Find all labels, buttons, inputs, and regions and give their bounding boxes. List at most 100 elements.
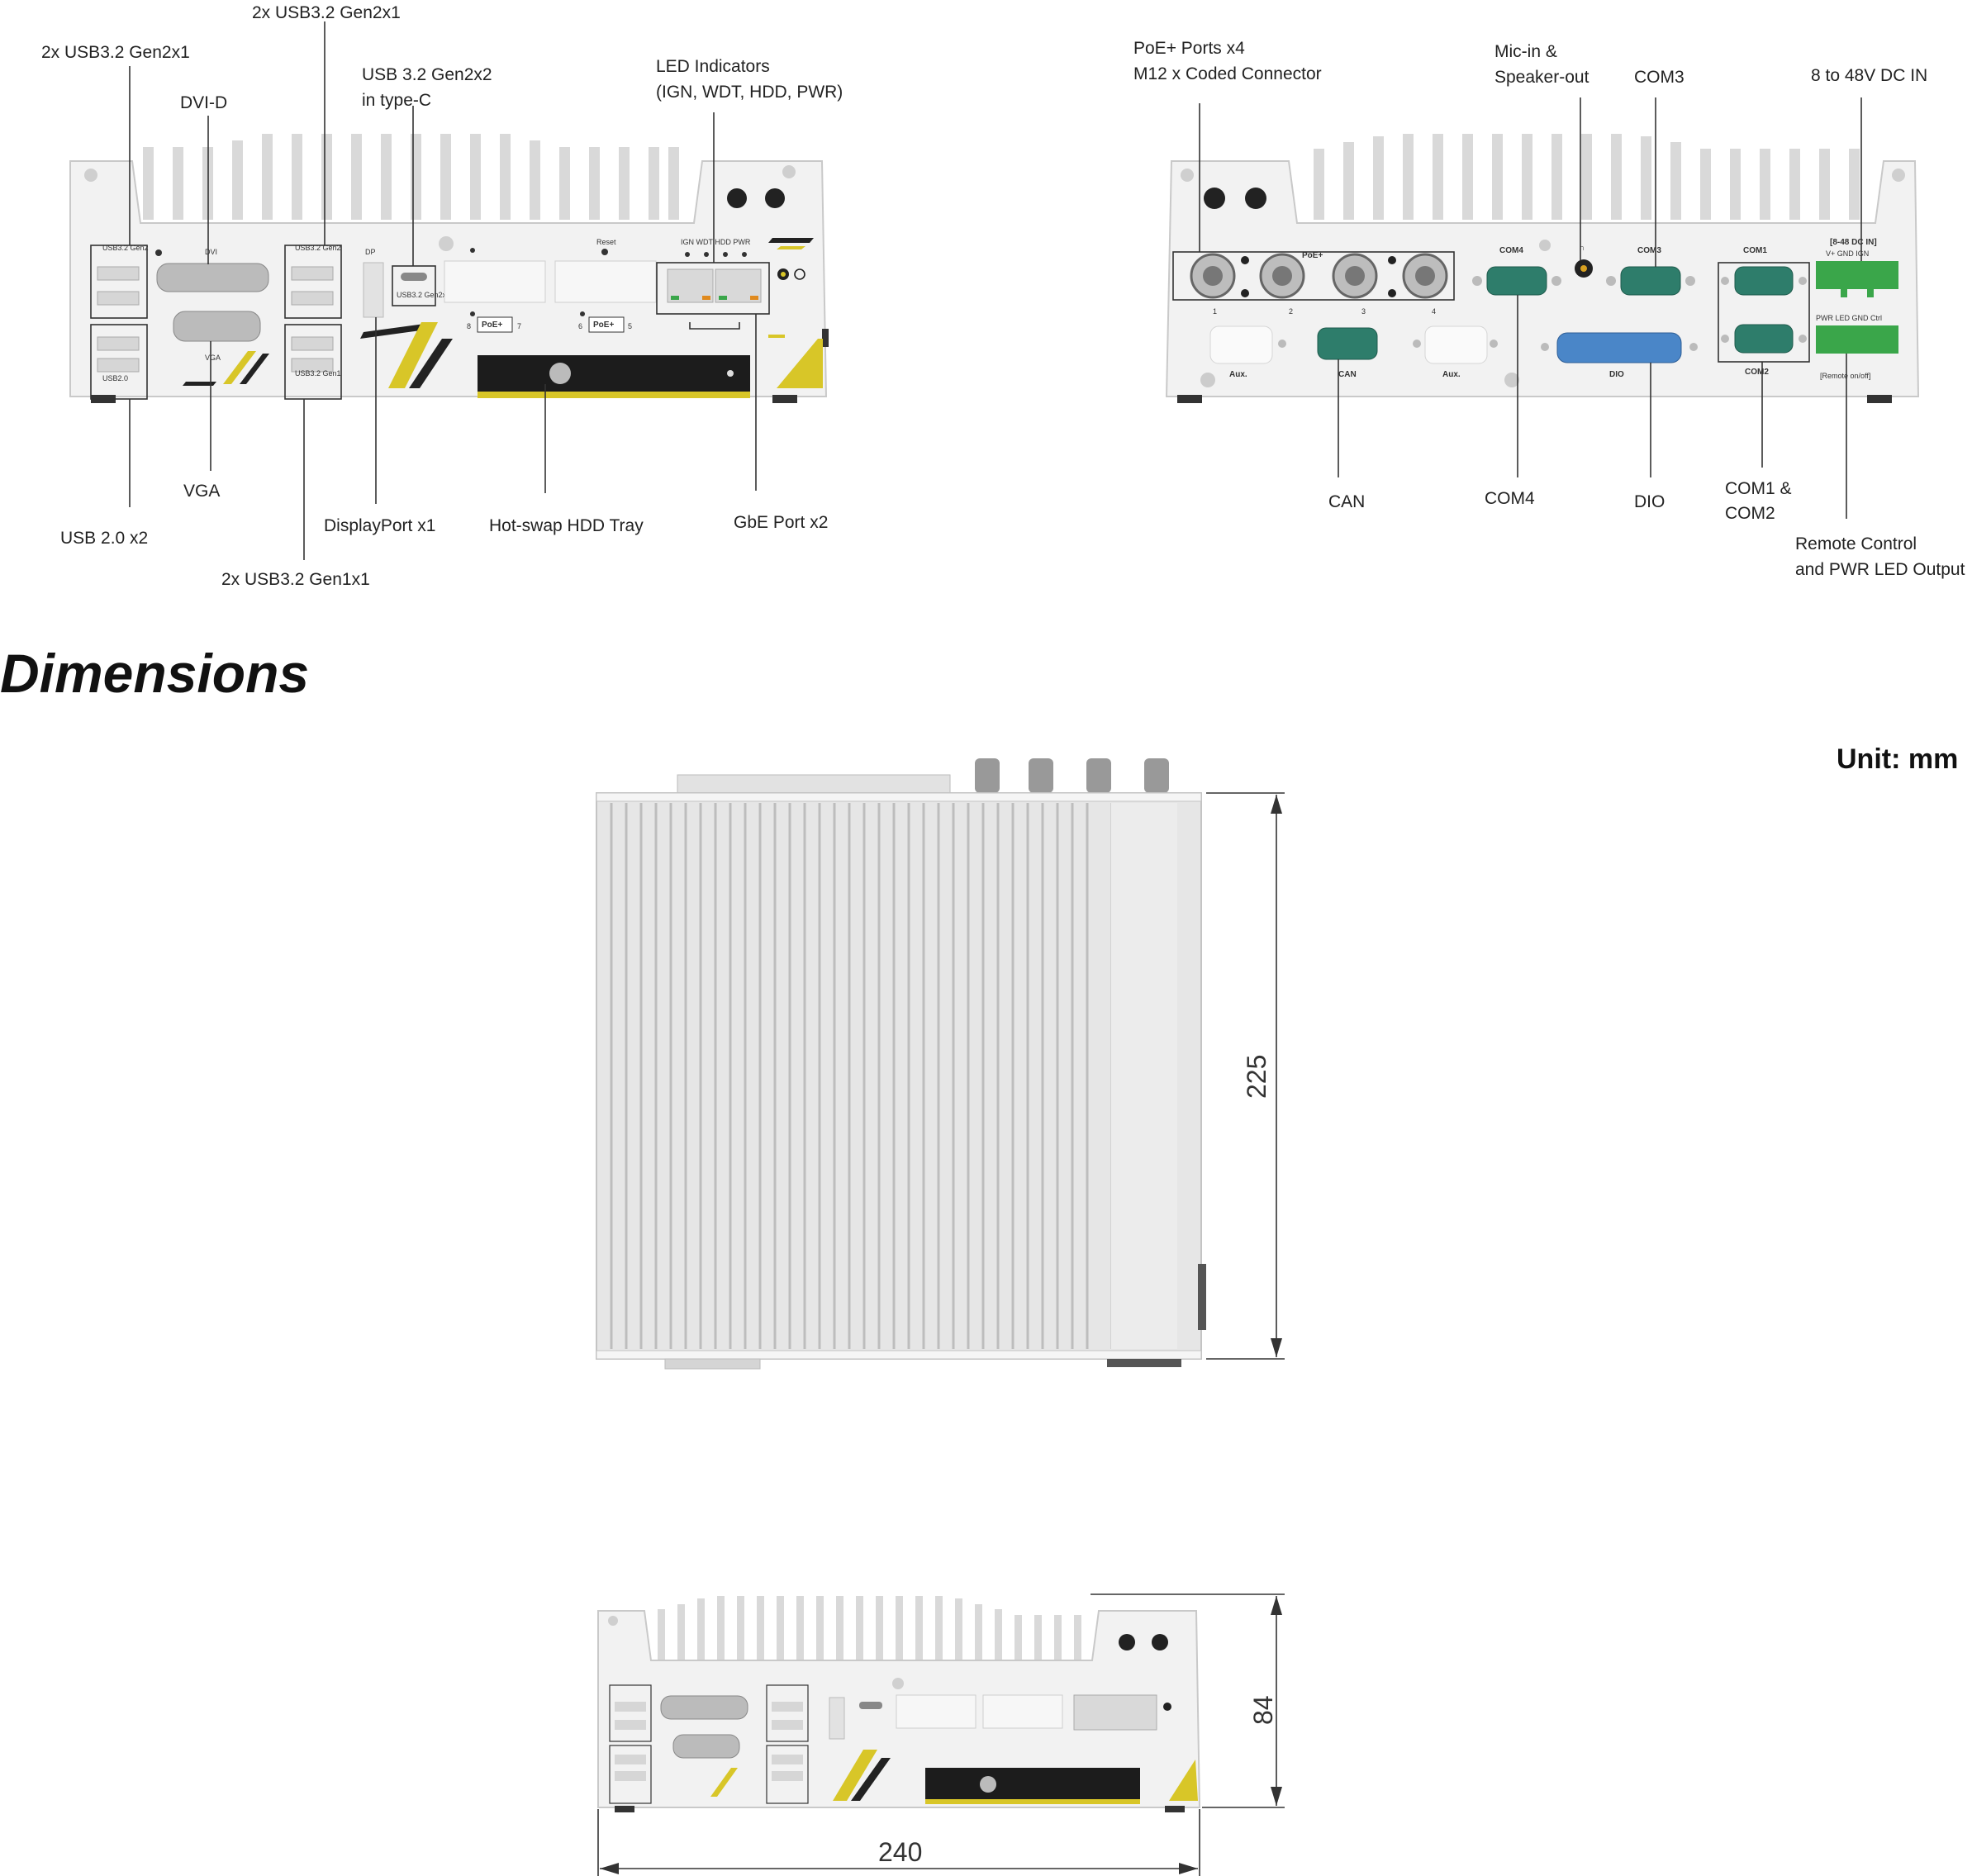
reset-button[interactable] xyxy=(601,249,608,255)
poe-port-4-label: 4 xyxy=(1432,307,1436,316)
poe-bay-right xyxy=(554,260,657,303)
remote-panel-label: [Remote on/off] xyxy=(1820,372,1870,380)
dc-in-terminal[interactable] xyxy=(1816,261,1898,289)
lan-icon xyxy=(689,322,740,330)
poe-port5-label: 5 xyxy=(628,322,632,330)
can-panel-label: CAN xyxy=(1338,370,1357,379)
rear-callouts: PoE+ Ports x4 M12 x Coded Connector Mic-… xyxy=(1133,39,1965,579)
hdd-tray-handle[interactable] xyxy=(549,363,571,384)
poe-bay-left xyxy=(444,260,546,303)
com3-port[interactable] xyxy=(1620,266,1681,296)
callout-displayport: DisplayPort x1 xyxy=(324,516,435,535)
callout-led-line1: LED Indicators xyxy=(656,57,770,76)
dimensions-title: Dimensions xyxy=(0,643,309,704)
dio-panel-label: DIO xyxy=(1609,370,1624,379)
usb-port[interactable] xyxy=(97,358,140,373)
com1-port[interactable] xyxy=(1734,266,1794,296)
usb20-label: USB2.0 xyxy=(102,374,128,382)
callout-can: CAN xyxy=(1328,492,1365,511)
dc-in-header: [8-48 DC IN] xyxy=(1830,238,1877,247)
poe-port7-label: 7 xyxy=(517,322,521,330)
callout-poe-line1: PoE+ Ports x4 xyxy=(1133,39,1245,58)
remote-terminal[interactable] xyxy=(1816,325,1898,354)
usb32-gen2-label-b: USB3.2 Gen2 xyxy=(295,244,341,252)
top-view-body xyxy=(596,792,1202,1360)
rear-panel: PoE+ 1 2 3 4 COM4 ∩ COM3 COM1 xyxy=(1165,134,1920,403)
usb-port[interactable] xyxy=(97,266,140,281)
callout-com12-line2: COM2 xyxy=(1725,504,1775,523)
poe-m12-group xyxy=(1172,251,1455,301)
usb-port[interactable] xyxy=(97,291,140,306)
com2-panel-label: COM2 xyxy=(1745,368,1769,377)
com4-panel-label: COM4 xyxy=(1499,246,1523,255)
rear-leader-lines xyxy=(1199,97,1862,519)
front-panel: USB3.2 Gen2 USB2.0 DVI VGA USB3.2 Gen2 U… xyxy=(69,134,829,403)
callout-vga: VGA xyxy=(183,482,220,501)
aux-cutout-a xyxy=(1209,325,1273,364)
vga-port[interactable] xyxy=(173,311,261,342)
callout-com3: COM3 xyxy=(1634,68,1685,87)
callout-led-line2: (IGN, WDT, HDD, PWR) xyxy=(656,83,843,102)
led-labels: IGN WDT HDD PWR xyxy=(681,238,751,246)
com3-panel-label: COM3 xyxy=(1637,246,1661,255)
usb-port[interactable] xyxy=(97,336,140,351)
dvi-label: DVI xyxy=(205,248,217,256)
poe-port-1-label: 1 xyxy=(1213,307,1217,316)
com1-com2-group xyxy=(1718,262,1810,363)
displayport-port[interactable] xyxy=(363,262,384,318)
usb32-gen1-group xyxy=(284,324,342,400)
poe-port-2-label: 2 xyxy=(1289,307,1293,316)
aux-label-a: Aux. xyxy=(1229,370,1247,379)
front-callouts: 2x USB3.2 Gen2x1 2x USB3.2 Gen2x1 DVI-D … xyxy=(41,3,843,589)
com2-port[interactable] xyxy=(1734,324,1794,354)
callout-remote-line2: and PWR LED Output xyxy=(1795,560,1965,579)
usb-port[interactable] xyxy=(291,291,334,306)
hdd-tray[interactable] xyxy=(478,355,750,397)
callout-usb32-gen2x1-top: 2x USB3.2 Gen2x1 xyxy=(252,3,401,22)
dp-label: DP xyxy=(365,248,376,256)
usb-port[interactable] xyxy=(291,336,334,351)
usb32-gen1-label: USB3.2 Gen1 xyxy=(295,369,341,378)
height-dimension: 84 xyxy=(1091,1593,1285,1808)
callout-usb20: USB 2.0 x2 xyxy=(60,529,148,548)
poe-badge-a-text: PoE+ xyxy=(482,321,502,330)
callout-dvi-d: DVI-D xyxy=(180,93,227,112)
callout-hdd-tray: Hot-swap HDD Tray xyxy=(489,516,644,535)
depth-value: 225 xyxy=(1242,1055,1271,1099)
depth-dimension: 225 xyxy=(1206,792,1285,1360)
unit-label: Unit: mm xyxy=(1837,743,1958,775)
callout-remote-line1: Remote Control xyxy=(1795,534,1917,553)
poe-port-3-label: 3 xyxy=(1361,307,1366,316)
aux-cutout-b xyxy=(1424,325,1488,364)
com4-port[interactable] xyxy=(1486,266,1547,296)
callout-poe-line2: M12 x Coded Connector xyxy=(1133,64,1322,83)
aux-label-b: Aux. xyxy=(1442,370,1461,379)
callout-usb32-gen1x1: 2x USB3.2 Gen1x1 xyxy=(221,570,370,589)
poe-port6-label: 6 xyxy=(578,322,582,330)
callout-usb32-gen2x1-left: 2x USB3.2 Gen2x1 xyxy=(41,43,190,62)
reset-label: Reset xyxy=(596,238,616,246)
height-value: 84 xyxy=(1248,1695,1278,1725)
usb32-gen2x2-label: USB3.2 Gen2x2 xyxy=(397,291,450,299)
dvi-port[interactable] xyxy=(156,263,269,292)
gbe-group xyxy=(656,262,770,315)
callout-mic-line1: Mic-in & xyxy=(1494,42,1557,61)
power-icon[interactable] xyxy=(794,268,805,280)
poe-m12-label: PoE+ xyxy=(1302,251,1323,260)
callout-usb32-gen2x2-line1: USB 3.2 Gen2x2 xyxy=(362,65,492,84)
com1-panel-label: COM1 xyxy=(1743,246,1767,255)
can-port[interactable] xyxy=(1317,327,1378,360)
front-heatsink-fins xyxy=(143,134,679,220)
dio-port[interactable] xyxy=(1556,332,1682,363)
vga-label: VGA xyxy=(205,354,221,362)
callout-mic-line2: Speaker-out xyxy=(1494,68,1589,87)
usb-port[interactable] xyxy=(291,358,334,373)
callout-com12-line1: COM1 & xyxy=(1725,479,1792,498)
usb-port[interactable] xyxy=(291,266,334,281)
callout-com4: COM4 xyxy=(1485,489,1535,508)
usb20-group xyxy=(90,324,148,400)
poe-badge-a xyxy=(477,316,513,333)
top-view xyxy=(596,758,1206,1370)
usb-c-port[interactable] xyxy=(401,273,427,281)
